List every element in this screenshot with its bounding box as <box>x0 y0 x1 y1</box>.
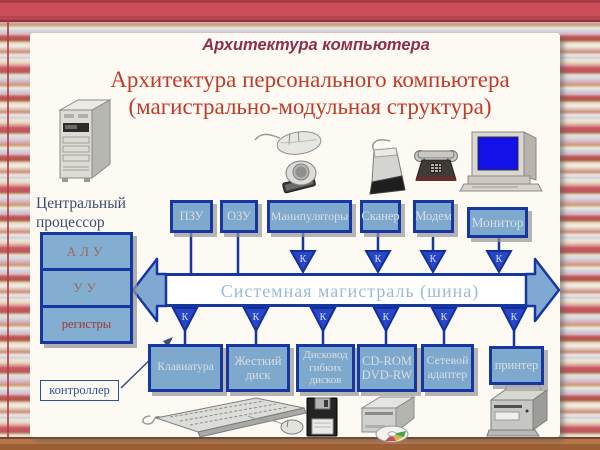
controller-triangle <box>419 250 447 275</box>
trackball-icon <box>282 160 317 194</box>
keyboard-icon <box>142 397 307 437</box>
controller-symbol: К <box>430 254 437 265</box>
controller-triangles-bottom: К К К К К К <box>171 307 528 334</box>
bus-band <box>153 274 537 305</box>
left-accent-line <box>7 20 9 437</box>
controller-symbol: К <box>375 254 382 265</box>
system-unit-icon <box>58 99 112 182</box>
controller-callout-box: контроллер <box>40 380 119 401</box>
device-box-floppy-drive: Дисковод гибких дисков <box>296 344 355 392</box>
cd-drive-icon <box>360 396 416 443</box>
controller-triangle <box>372 307 400 334</box>
device-box-keyboard: Клавиатура <box>148 344 223 392</box>
device-box-cdrom: CD-ROM DVD-RW <box>357 344 417 392</box>
device-box-network-adapter: Сетевой адаптер <box>421 344 474 392</box>
device-box-scanner: Сканер <box>360 200 401 233</box>
device-box-ozu: ОЗУ <box>220 200 258 233</box>
cpu-unit-uu: УУ <box>43 268 130 304</box>
device-box-pzu: ПЗУ <box>170 200 213 233</box>
main-heading-line1: Архитектура персонального компьютера <box>110 67 510 92</box>
controller-triangle <box>364 250 392 275</box>
bus-right-arrowhead <box>524 257 561 323</box>
cpu-label: Центральный процессор <box>36 194 126 233</box>
controller-symbol: К <box>182 312 189 323</box>
desktop-computer-icon <box>459 131 543 192</box>
cpu-label-line2: процессор <box>36 214 105 232</box>
cpu-label-line1: Центральный <box>36 195 126 212</box>
device-box-monitor: Монитор <box>467 207 528 238</box>
bus-label: Системная магистраль (шина) <box>221 281 480 302</box>
controller-triangle <box>171 307 199 334</box>
floppy-icon <box>306 397 338 437</box>
controller-triangle <box>289 250 317 275</box>
controller-symbol: К <box>383 312 390 323</box>
controller-triangle <box>242 307 270 334</box>
main-heading: Архитектура персонального компьютера (ма… <box>40 66 580 120</box>
controller-triangle <box>485 250 513 275</box>
device-box-hdd: Жесткий диск <box>226 344 290 392</box>
device-box-modem: Модем <box>413 200 454 233</box>
printer-icon <box>486 379 549 437</box>
scanner-icon <box>369 139 406 195</box>
main-heading-line2: (магистрально-модульная структура) <box>128 94 492 120</box>
controller-triangle <box>500 307 528 334</box>
slide-header-title: Архитектура компьютера <box>202 36 430 54</box>
phone-icon <box>414 150 458 181</box>
controller-symbol: К <box>511 312 518 323</box>
controller-triangle <box>309 307 337 334</box>
controller-symbol: К <box>300 254 307 265</box>
controller-symbol: К <box>496 254 503 265</box>
top-border-band <box>0 0 600 22</box>
controller-triangle <box>430 307 458 334</box>
controller-symbol: К <box>253 312 260 323</box>
bus-left-arrowhead <box>131 257 168 323</box>
controller-triangles-top: К К К К <box>289 250 513 275</box>
controller-symbol: К <box>441 312 448 323</box>
controller-symbol: К <box>320 312 327 323</box>
device-box-manipulators: Манипуляторы <box>267 200 352 233</box>
cpu-unit-alu: АЛУ <box>66 243 107 259</box>
device-box-printer: принтер <box>489 346 544 385</box>
mouse-icon <box>254 131 322 155</box>
cpu-box: АЛУ УУ регистры <box>40 232 133 344</box>
bottom-border-band <box>0 437 600 450</box>
cpu-unit-registers: регистры <box>43 304 130 341</box>
